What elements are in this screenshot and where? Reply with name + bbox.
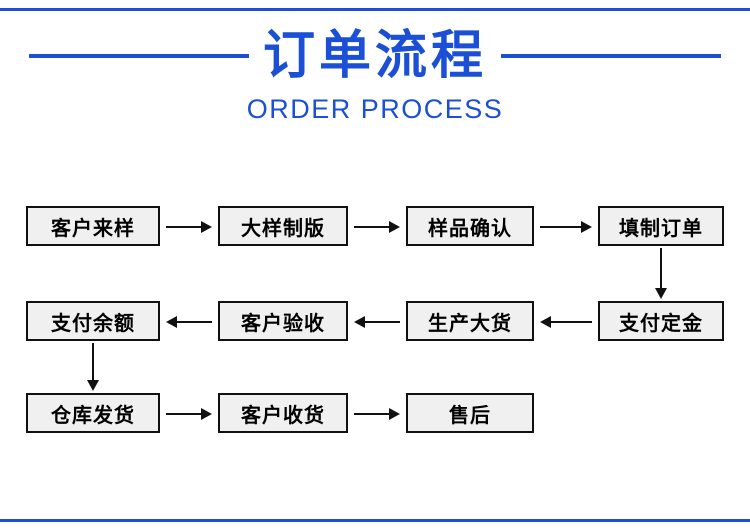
arrow-row2-3-2	[354, 316, 400, 328]
flow-node-pay-balance: 支付余额	[26, 301, 160, 341]
arrow-col1-down	[87, 343, 99, 391]
arrow-row1-2-3	[354, 221, 400, 233]
top-divider-rule	[0, 8, 750, 11]
title-row: 订单流程	[0, 30, 750, 82]
order-process-flowchart: 客户来样 大样制版 样品确认 填制订单 支付余额 客户验收 生产大货 支付定金 …	[0, 196, 750, 456]
flow-node-customer-acceptance: 客户验收	[218, 301, 348, 341]
page-header: 订单流程 ORDER PROCESS	[0, 30, 750, 125]
flow-node-sample-confirmation: 样品确认	[406, 206, 534, 246]
page-title-cn: 订单流程	[262, 26, 487, 86]
arrow-col4-down	[655, 248, 667, 299]
page-title-en: ORDER PROCESS	[246, 94, 504, 124]
arrow-row3-1-2	[166, 408, 212, 420]
title-right-rule	[501, 54, 721, 58]
flow-node-sample-plate-making: 大样制版	[218, 206, 348, 246]
flow-node-warehouse-shipment: 仓库发货	[26, 393, 160, 433]
flow-node-after-sales: 售后	[406, 393, 534, 433]
arrow-row1-3-4	[540, 221, 592, 233]
flow-node-bulk-production: 生产大货	[406, 301, 534, 341]
arrow-row3-2-3	[354, 408, 400, 420]
title-left-rule	[28, 54, 249, 58]
arrow-row2-4-3	[540, 316, 592, 328]
flow-node-customer-receipt: 客户收货	[218, 393, 348, 433]
flow-node-fill-order: 填制订单	[598, 206, 724, 246]
arrow-row2-2-1	[166, 316, 212, 328]
flow-node-pay-deposit: 支付定金	[598, 301, 724, 341]
flow-node-customer-sample: 客户来样	[26, 206, 160, 246]
bottom-divider-rule	[0, 519, 750, 522]
arrow-row1-1-2	[166, 221, 212, 233]
